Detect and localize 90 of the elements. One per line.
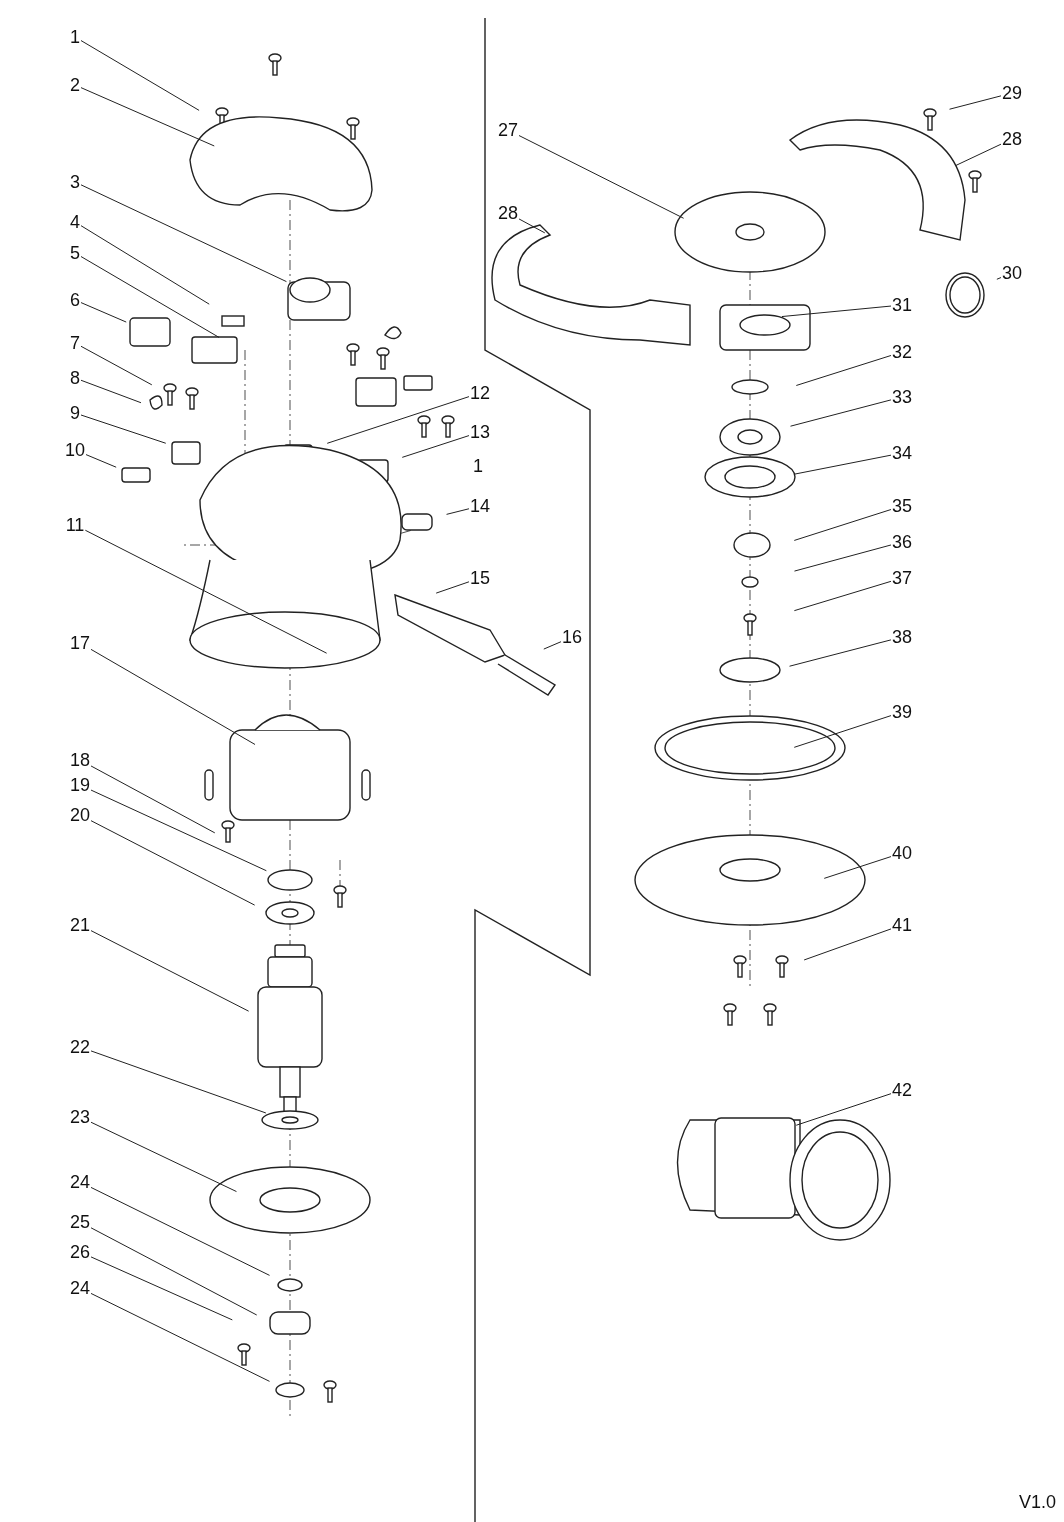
callout-number: 28	[1001, 129, 1023, 149]
callout-number: 3	[69, 172, 81, 192]
leader-line	[80, 345, 153, 386]
callout-number: 17	[69, 633, 91, 653]
callout-number: 11	[64, 515, 86, 535]
leader-line	[90, 930, 250, 1012]
callout-number: 4	[69, 212, 81, 232]
leader-line	[80, 414, 167, 444]
leader-line	[84, 529, 328, 654]
leader-line	[955, 143, 1002, 167]
leader-line	[90, 1050, 267, 1114]
callout-number: 5	[69, 243, 81, 263]
callout-number: 15	[469, 568, 491, 588]
callout-number: 35	[891, 496, 913, 516]
leader-line	[794, 454, 892, 475]
leader-line	[90, 820, 256, 906]
callout-number: 24	[69, 1278, 91, 1298]
leader-line	[789, 639, 892, 667]
callout-number: 16	[561, 627, 583, 647]
leader-line	[949, 95, 1002, 110]
callout-number: 12	[469, 383, 491, 403]
callout-number: 34	[891, 443, 913, 463]
callout-number: 37	[891, 568, 913, 588]
leader-line	[793, 509, 892, 541]
callout-number: 26	[69, 1242, 91, 1262]
callout-number: 9	[69, 403, 81, 423]
callout-number: 23	[69, 1107, 91, 1127]
callout-number: 7	[69, 333, 81, 353]
callout-number: 20	[69, 805, 91, 825]
leader-line	[80, 87, 215, 147]
leader-line	[90, 789, 267, 872]
callout-number: 14	[469, 496, 491, 516]
callout-number: 33	[891, 387, 913, 407]
callout-number: 39	[891, 702, 913, 722]
leader-line	[996, 277, 1002, 280]
callout-number: 31	[891, 295, 913, 315]
leader-line	[90, 1256, 233, 1321]
leader-line	[781, 305, 892, 318]
leader-line	[803, 928, 892, 961]
leader-line	[80, 256, 220, 338]
leader-line	[90, 765, 216, 834]
leader-line	[90, 1227, 258, 1316]
callout-number: 30	[1001, 263, 1023, 283]
callout-number: 40	[891, 843, 913, 863]
callout-number: 27	[497, 120, 519, 140]
callout-number: 18	[69, 750, 91, 770]
leader-line	[80, 379, 142, 404]
callout-number: 41	[891, 915, 913, 935]
callout-number: 8	[69, 368, 81, 388]
leader-line	[90, 1121, 237, 1193]
callout-number: 10	[64, 440, 86, 460]
leader-line	[794, 544, 892, 572]
leader-line	[518, 135, 685, 219]
leader-line	[790, 399, 892, 427]
callout-number: 6	[69, 290, 81, 310]
version-label: V1.0	[1018, 1492, 1056, 1513]
leader-line	[401, 435, 470, 458]
callout-number: 29	[1001, 83, 1023, 103]
callout-number: 22	[69, 1037, 91, 1057]
leader-line	[80, 302, 127, 323]
leader-line	[80, 184, 287, 283]
callout-number: 13	[469, 422, 491, 442]
leader-line	[80, 40, 200, 111]
callout-number: 38	[891, 627, 913, 647]
callout-number: 42	[891, 1080, 913, 1100]
leader-line	[795, 355, 892, 386]
leader-line	[90, 1186, 271, 1276]
leader-line	[80, 225, 210, 305]
leader-line	[795, 1093, 892, 1126]
callout-number: 32	[891, 342, 913, 362]
leader-line	[793, 715, 892, 748]
callout-number: 19	[69, 775, 91, 795]
leader-line	[793, 580, 892, 612]
leader-line	[90, 1292, 271, 1382]
leader-line	[446, 508, 470, 515]
callout-number: 25	[69, 1212, 91, 1232]
callout-number: 28	[497, 203, 519, 223]
leader-line	[85, 454, 117, 468]
callout-number: 1	[69, 27, 81, 47]
leader-line	[518, 218, 546, 234]
callout-number: 36	[891, 532, 913, 552]
leader-line	[435, 581, 470, 594]
leader-line	[543, 641, 562, 650]
callout-number: 2	[69, 75, 81, 95]
leader-line	[326, 396, 470, 444]
leader-line	[90, 648, 256, 745]
callout-number: 1	[472, 456, 484, 476]
leader-line	[823, 856, 892, 879]
callout-number: 24	[69, 1172, 91, 1192]
callout-number: 21	[69, 915, 91, 935]
